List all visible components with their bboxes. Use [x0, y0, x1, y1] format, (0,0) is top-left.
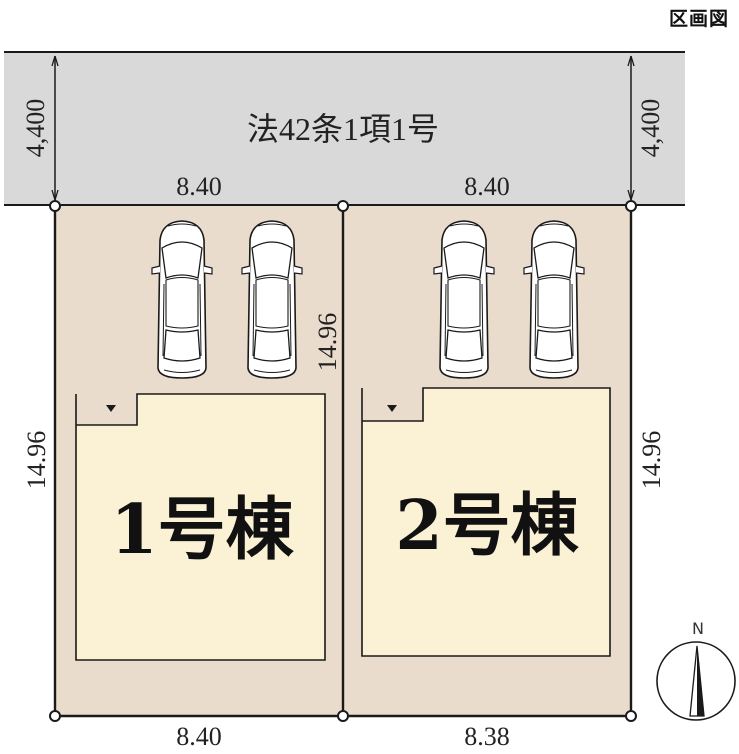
- north-label: N: [692, 619, 704, 638]
- road-width-right-label: 4,400: [636, 99, 665, 158]
- diagram-title: 区画図: [668, 8, 729, 30]
- lot-1-left-label: 14.96: [22, 431, 51, 490]
- road-area: [4, 52, 685, 205]
- lot-1-right-label: 14.96: [313, 313, 342, 372]
- building-2-label: 2号棟: [395, 486, 579, 566]
- lot-1-bottom-label: 8.40: [176, 722, 222, 751]
- lot-2-right-label: 14.96: [637, 431, 666, 490]
- lot-2-bottom-label: 8.38: [464, 722, 510, 751]
- entrance-triangle-icon: [106, 405, 116, 412]
- road-width-left-label: 4,400: [21, 99, 50, 158]
- lot-1-top-label: 8.40: [176, 172, 222, 201]
- lot-2-top-label: 8.40: [464, 172, 510, 201]
- entrance-triangle-icon: [387, 405, 397, 412]
- building-2: [361, 387, 611, 657]
- building-1: [75, 393, 326, 661]
- compass-icon: N: [656, 619, 736, 721]
- road-width-dimension-right: [627, 55, 635, 201]
- boundary-markers: [49, 200, 637, 722]
- car-icon: [433, 220, 495, 379]
- car-icon: [523, 220, 585, 379]
- car-icon: [241, 220, 303, 379]
- building-1-label: 1号棟: [110, 490, 294, 570]
- car-icon: [151, 220, 213, 379]
- road-width-dimension-left: [51, 55, 59, 201]
- road-label: 法42条1項1号: [247, 111, 439, 147]
